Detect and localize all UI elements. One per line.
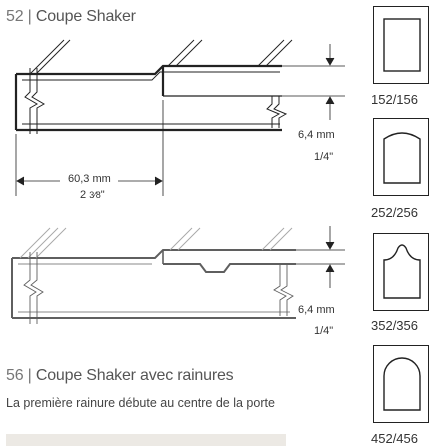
width-in-mark: "	[100, 189, 105, 201]
door-frame-square[interactable]	[373, 6, 429, 84]
bottom-thickness-dimension	[296, 226, 345, 288]
top-thickness-mm: 6,4 mm	[298, 129, 335, 141]
width-in-whole: 2	[80, 189, 87, 201]
bottom-thickness-mm: 6,4 mm	[298, 304, 335, 316]
door-code-352: 352/356	[371, 318, 418, 333]
door-code-252: 252/256	[371, 205, 418, 220]
door-frame-round-top[interactable]	[373, 345, 429, 423]
top-thickness-in: 1/4"	[314, 151, 334, 163]
width-in: 2 3⁄8"	[80, 189, 105, 201]
bottom-thickness-in: 1/4"	[314, 325, 334, 337]
square-panel-icon	[383, 18, 421, 72]
section-56-title: 56 | Coupe Shaker avec rainures	[6, 367, 234, 385]
cathedral-panel-icon	[383, 244, 421, 299]
arch-panel-icon	[383, 132, 421, 184]
round-top-panel-icon	[383, 357, 421, 411]
door-code-152: 152/156	[371, 92, 418, 107]
width-mm: 60,3 mm	[68, 173, 111, 185]
width-dimension	[15, 100, 164, 196]
section-56-name: Coupe Shaker avec rainures	[35, 367, 234, 384]
door-frame-arch[interactable]	[373, 118, 429, 196]
shaker-profile-52	[14, 39, 345, 134]
shaker-profile-56	[11, 227, 296, 324]
section-52-title: 52 | Coupe Shaker	[6, 8, 136, 26]
faded-strip	[6, 434, 286, 446]
section-52-name: Coupe Shaker	[35, 8, 136, 25]
section-56-description: La première rainure débute au centre de …	[6, 396, 275, 410]
door-frame-cathedral[interactable]	[373, 233, 429, 311]
section-52-number: 52	[6, 8, 24, 25]
title-separator: |	[27, 367, 32, 384]
title-separator: |	[27, 8, 32, 25]
door-code-452: 452/456	[371, 431, 418, 446]
width-in-frac: 3⁄8	[89, 190, 101, 200]
section-56-number: 56	[6, 367, 24, 384]
